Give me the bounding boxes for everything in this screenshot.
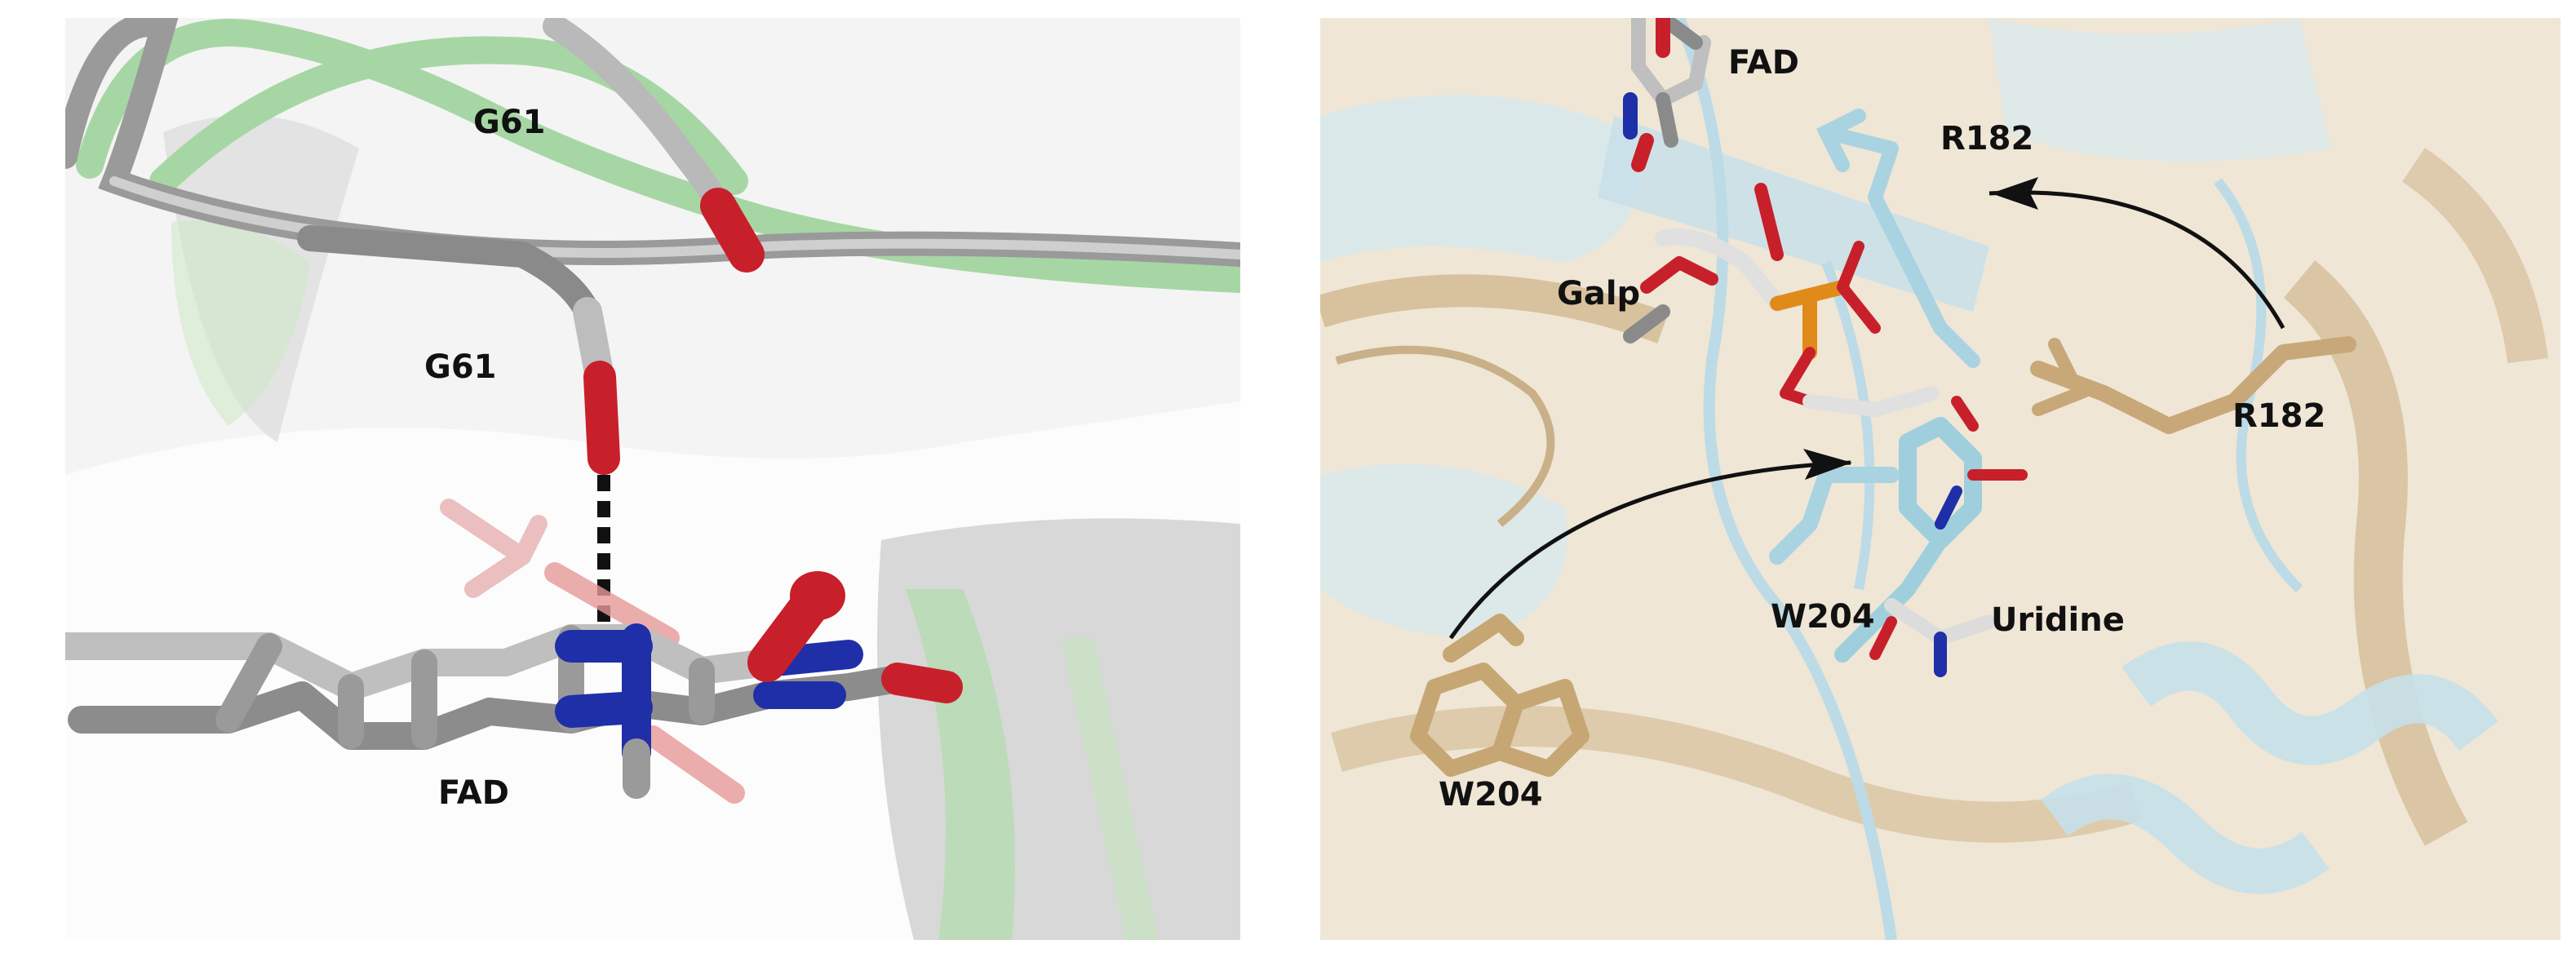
- label-fad-b: FAD: [1728, 44, 1799, 82]
- label-uridine: Uridine: [1991, 601, 2125, 639]
- label-w204-middle: W204: [1771, 598, 1875, 636]
- panel-b: B FAD R182 Galp R182 W204 Uridine W204: [1320, 18, 2560, 940]
- panel-a-structure: [65, 18, 1240, 940]
- panel-a: A G61 G61 FAD: [65, 18, 1240, 940]
- label-r182-right: R182: [2232, 397, 2326, 435]
- label-galp: Galp: [1557, 275, 1641, 313]
- label-g61-top: G61: [473, 104, 546, 141]
- label-w204-bottom: W204: [1439, 776, 1543, 813]
- label-fad-a: FAD: [438, 774, 509, 812]
- label-r182-top: R182: [1940, 120, 2034, 157]
- panel-b-structure: [1320, 18, 2548, 940]
- label-g61-lower: G61: [424, 348, 497, 386]
